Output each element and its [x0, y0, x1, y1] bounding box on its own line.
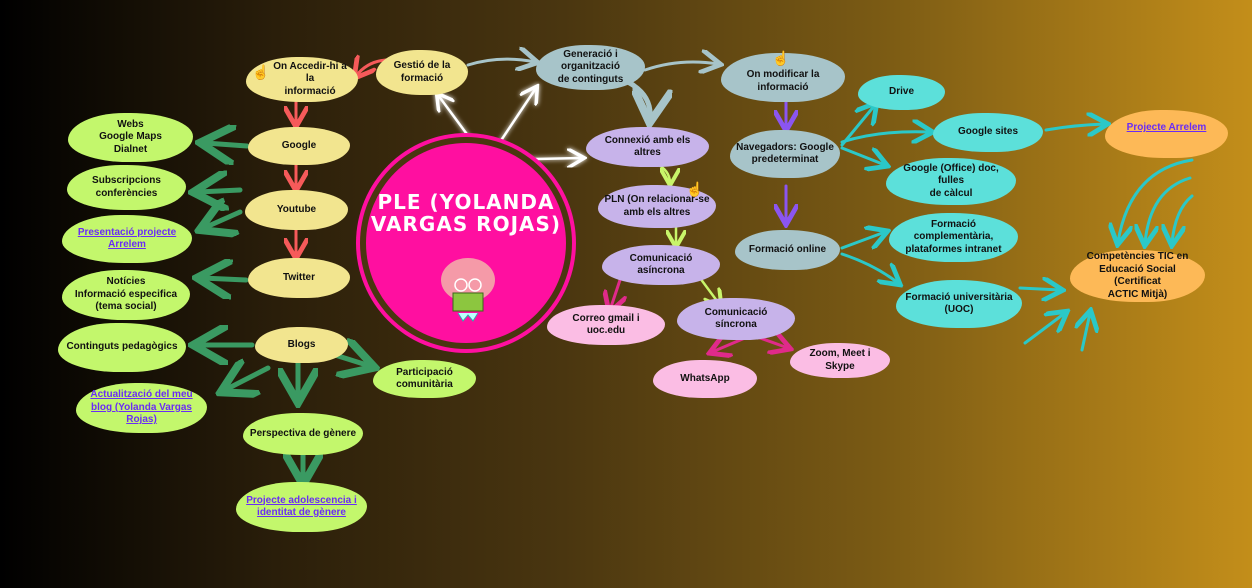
step-3-hand-icon: ☝: [686, 181, 704, 197]
node-google-sites[interactable]: Google sites: [933, 113, 1043, 152]
node-noticies[interactable]: Notícies Informació especifica (tema soc…: [62, 270, 190, 320]
node-formacio-complementaria[interactable]: Formació complementària, plataformes int…: [889, 213, 1018, 262]
node-pln[interactable]: PLN (On relacionar-se amb els altres: [598, 185, 716, 228]
central-topic[interactable]: PLE (YOLANDA VARGAS ROJAS): [366, 143, 566, 343]
step-2-hand-icon: ☝: [772, 50, 790, 66]
node-on-accedir[interactable]: On Accedir-hi a la informació: [246, 57, 358, 102]
node-actualitzacio-blog[interactable]: Actualització del meu blog (Yolanda Varg…: [76, 383, 207, 433]
node-webs[interactable]: Webs Google Maps Dialnet: [68, 113, 193, 162]
brain-reading-icon: [441, 258, 495, 322]
node-projecte-adolescencia[interactable]: Projecte adolescencia i identitat de gèn…: [236, 482, 367, 532]
node-comunicacio-sincrona[interactable]: Comunicació síncrona: [677, 298, 795, 340]
node-google-office[interactable]: Google (Office) doc, fulles de càlcul: [886, 158, 1016, 205]
node-competencies-tic[interactable]: Competències TIC en Educació Social (Cer…: [1070, 250, 1205, 302]
step-1-hand-icon: ☝: [252, 64, 270, 80]
node-continguts-pedagogics[interactable]: Continguts pedagògics: [58, 323, 186, 372]
node-perspectiva-genere[interactable]: Perspectiva de gènere: [243, 413, 363, 455]
node-correo[interactable]: Correo gmail i uoc.edu: [547, 305, 665, 345]
node-youtube[interactable]: Youtube: [245, 190, 348, 230]
node-google[interactable]: Google: [248, 127, 350, 165]
node-gestio-formacio[interactable]: Gestió de la formació: [376, 50, 468, 95]
node-blogs[interactable]: Blogs: [255, 327, 348, 363]
presentacio-arrelem-link[interactable]: Presentació projecte Arrelem: [77, 226, 177, 251]
node-on-modificar[interactable]: On modificar la informació: [721, 53, 845, 102]
projecte-arrelem-link[interactable]: Projecte Arrelem: [1126, 122, 1207, 133]
node-formacio-online[interactable]: Formació online: [735, 230, 840, 270]
node-comunicacio-asincrona[interactable]: Comunicació asíncrona: [602, 245, 720, 285]
node-projecte-arrelem[interactable]: Projecte Arrelem: [1105, 110, 1228, 158]
node-formacio-universitaria[interactable]: Formació universitària (UOC): [896, 280, 1022, 328]
central-topic-title: PLE (YOLANDA VARGAS ROJAS): [370, 190, 562, 236]
node-presentacio-arrelem[interactable]: Presentació projecte Arrelem: [62, 215, 192, 263]
node-zoom-meet-skype[interactable]: Zoom, Meet i Skype: [790, 343, 890, 378]
node-participacio[interactable]: Participació comunitària: [373, 360, 476, 398]
actualitzacio-blog-link[interactable]: Actualització del meu blog (Yolanda Varg…: [90, 389, 193, 426]
node-twitter[interactable]: Twitter: [248, 258, 350, 298]
projecte-adolescencia-link[interactable]: Projecte adolescencia i identitat de gèn…: [246, 494, 357, 519]
node-drive[interactable]: Drive: [858, 75, 945, 110]
node-navegadors[interactable]: Navegadors: Google predeterminat: [730, 130, 840, 178]
node-whatsapp[interactable]: WhatsApp: [653, 360, 757, 398]
node-subscripcions[interactable]: Subscripcions conferències: [67, 165, 186, 210]
node-generacio-continguts[interactable]: Generació i organització de continguts: [536, 45, 645, 90]
node-connexio-altres[interactable]: Connexió amb els altres: [586, 127, 709, 167]
